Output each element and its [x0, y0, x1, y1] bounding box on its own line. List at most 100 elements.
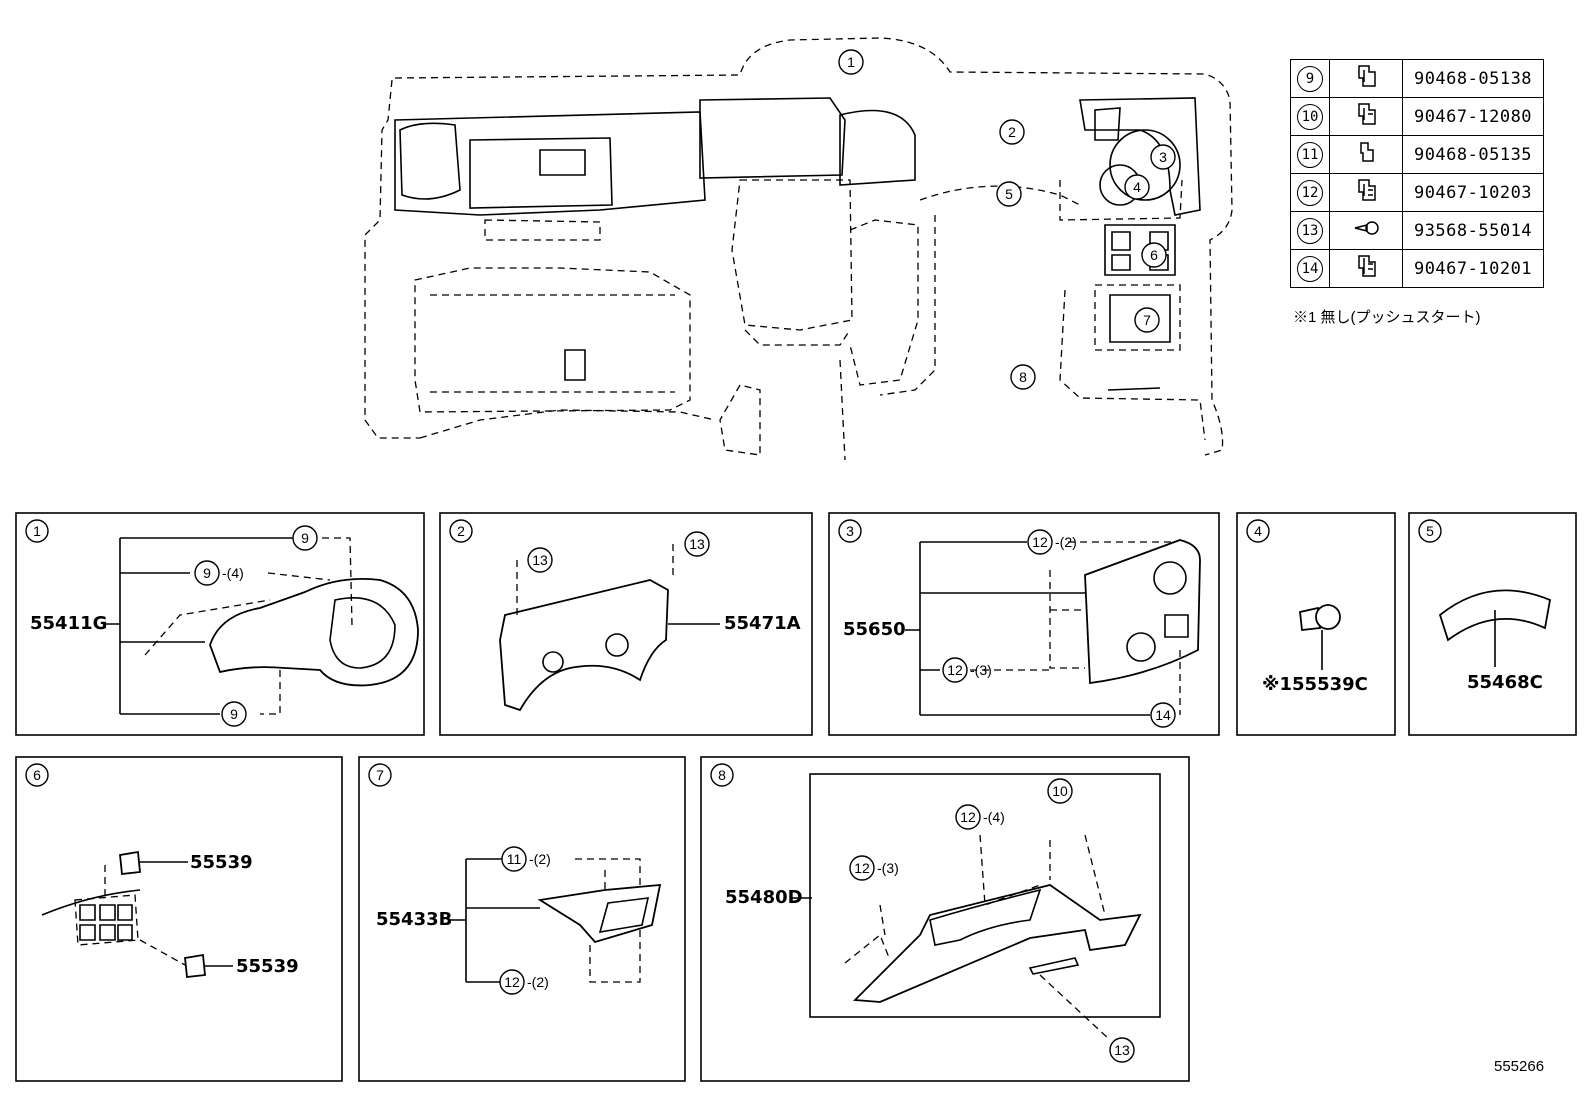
svg-text:14: 14	[1155, 707, 1171, 723]
legend-callout: 10	[1297, 103, 1323, 130]
legend-part-number: 90467-10203	[1402, 173, 1544, 212]
svg-text:5: 5	[1426, 523, 1434, 539]
part-label-55411G: 55411G	[30, 613, 107, 634]
svg-text:8: 8	[1019, 369, 1027, 385]
footnote: ※1 無し(プッシュスタート)	[1293, 309, 1481, 326]
part-label-55539C: ※155539C	[1262, 674, 1368, 695]
svg-text:12: 12	[854, 860, 870, 876]
svg-text:4: 4	[1133, 179, 1141, 195]
part-label-55433B: 55433B	[376, 909, 452, 930]
callout-12-bottom: 12	[942, 657, 968, 683]
callout-14: 14	[1150, 702, 1176, 728]
svg-text:1: 1	[847, 54, 855, 70]
detail-panel-7: 7 55433B 11 -(2) 12 -(2)	[358, 756, 686, 1082]
part-label-55650: 55650	[843, 619, 906, 640]
svg-text:8: 8	[718, 767, 726, 783]
qty-12-top: -(2)	[1055, 534, 1077, 550]
legend-row: 9 90468-05138	[1290, 59, 1544, 98]
legend-callout: 9	[1297, 65, 1323, 92]
qty-12-p8-left: -(3)	[877, 860, 899, 876]
callout-9-bottom: 9	[221, 701, 247, 727]
legend-row: 13 93568-55014	[1290, 211, 1544, 250]
svg-text:7: 7	[376, 767, 384, 783]
callout-7: 7	[1134, 307, 1160, 333]
legend-part-number: 93568-55014	[1402, 211, 1544, 250]
svg-text:6: 6	[1150, 247, 1158, 263]
document-id: 555266	[1494, 1058, 1545, 1075]
qty-12-p8-top: -(4)	[983, 809, 1005, 825]
fastener-legend: 9 90468-05138 10 90467-12080 11 90468-05…	[1290, 59, 1544, 288]
qty-11: -(2)	[529, 851, 551, 867]
callout-13-right: 13	[684, 531, 710, 557]
svg-text:3: 3	[1159, 149, 1167, 165]
svg-text:13: 13	[532, 552, 548, 568]
svg-text:10: 10	[1052, 783, 1068, 799]
detail-panel-3: 3 55650 12 -(2) 12 -(3) 14	[828, 512, 1220, 736]
legend-callout: 13	[1297, 217, 1323, 244]
clip-icon	[1358, 255, 1376, 277]
detail-panel-4: 4 ※155539C	[1236, 512, 1396, 736]
callout-12-p7: 12	[499, 969, 525, 995]
callout-3: 3	[1150, 144, 1176, 170]
callout-12-p8-top: 12	[955, 804, 981, 830]
callout-13-p8: 13	[1109, 1037, 1135, 1063]
callout-9-top: 9	[292, 525, 318, 551]
svg-text:9: 9	[301, 530, 309, 546]
detail-panel-1: 1 55411G 9 9 -(4) 9	[15, 512, 425, 736]
callout-10: 10	[1047, 778, 1073, 804]
detail-panel-8: 8 55480D 12 -(4) 12 -(3) 10 13	[700, 756, 1190, 1082]
legend-callout: 12	[1297, 179, 1323, 206]
clip-icon	[1358, 179, 1376, 201]
svg-text:7: 7	[1143, 312, 1151, 328]
svg-text:9: 9	[203, 565, 211, 581]
callout-13-left: 13	[527, 547, 553, 573]
callout-4: 4	[1124, 174, 1150, 200]
svg-text:13: 13	[1114, 1042, 1130, 1058]
svg-text:13: 13	[689, 536, 705, 552]
clip-icon	[1358, 103, 1376, 125]
legend-callout: 14	[1297, 255, 1323, 282]
detail-panel-5: 5 55468C	[1408, 512, 1577, 736]
legend-row: 10 90467-12080	[1290, 97, 1544, 136]
part-label-55471A: 55471A	[724, 613, 801, 634]
svg-text:5: 5	[1005, 186, 1013, 202]
clip-icon	[1360, 142, 1374, 162]
clip-icon	[1358, 65, 1376, 87]
svg-text:12: 12	[960, 809, 976, 825]
callout-5: 5	[996, 181, 1022, 207]
svg-text:2: 2	[457, 523, 465, 539]
part-label-55539-lower: 55539	[236, 956, 299, 977]
part-label-55468C: 55468C	[1467, 672, 1543, 693]
detail-panel-6: 6 55539 55539	[15, 756, 343, 1082]
callout-11: 11	[501, 846, 527, 872]
main-callouts: 1 2 3 4 5 6 7 8	[838, 49, 1176, 390]
svg-text:4: 4	[1254, 523, 1262, 539]
screw-icon	[1354, 221, 1379, 235]
svg-text:12: 12	[1032, 534, 1048, 550]
legend-row: 12 90467-10203	[1290, 173, 1544, 212]
part-label-55539-upper: 55539	[190, 852, 253, 873]
legend-callout: 11	[1297, 141, 1323, 168]
legend-part-number: 90468-05138	[1402, 59, 1544, 98]
part-label-55480D: 55480D	[725, 887, 803, 908]
callout-9-mid: 9	[194, 560, 220, 586]
callout-6: 6	[1141, 242, 1167, 268]
detail-panel-2: 2 13 13 55471A	[439, 512, 813, 736]
legend-row: 14 90467-10201	[1290, 249, 1544, 288]
callout-8: 8	[1010, 364, 1036, 390]
qty-12-p7: -(2)	[527, 974, 549, 990]
svg-text:3: 3	[846, 523, 854, 539]
callout-12-p8-left: 12	[849, 855, 875, 881]
qty-9-mid: -(4)	[222, 565, 244, 581]
instrument-panel-overview	[364, 37, 1233, 461]
svg-text:11: 11	[507, 851, 522, 867]
svg-text:9: 9	[230, 706, 238, 722]
legend-part-number: 90467-10201	[1402, 249, 1544, 288]
callout-12-top: 12	[1027, 529, 1053, 555]
qty-12-bottom: -(3)	[970, 662, 992, 678]
callout-2: 2	[999, 119, 1025, 145]
callout-1: 1	[838, 49, 864, 75]
legend-row: 11 90468-05135	[1290, 135, 1544, 174]
svg-text:6: 6	[33, 767, 41, 783]
